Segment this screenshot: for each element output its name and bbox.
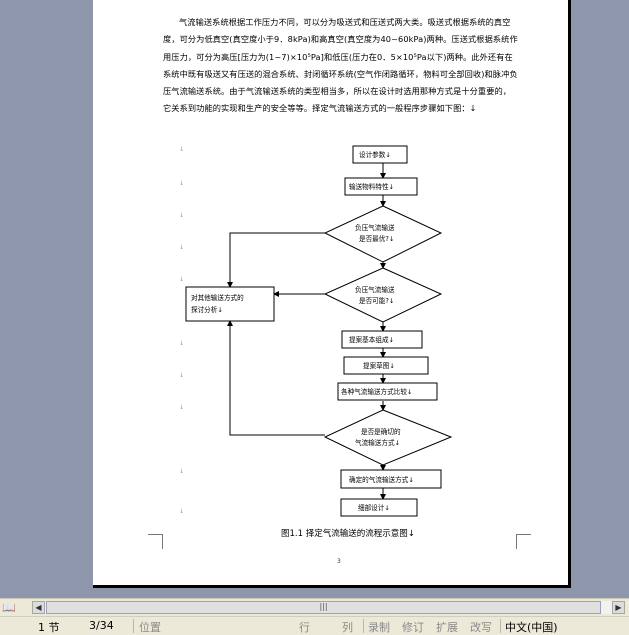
paragraph-mark: ↓ [179, 468, 185, 475]
paragraph-mark: ↓ [179, 508, 185, 515]
text-draft-diagram: 提案草图↓ [363, 361, 395, 370]
status-separator [363, 619, 364, 633]
text-material-props: 输送物料特性↓ [349, 182, 394, 191]
paragraph-mark: ↓ [179, 276, 185, 283]
document-page[interactable]: 气流输送系统根据工作压力不同，可以分为吸送式和压送式两大类。吸送式根据系统的真空… [93, 0, 571, 588]
box-compare-modes [337, 382, 438, 401]
text-basic-form: 提案基本组成↓ [349, 335, 394, 344]
text-analyze-line2: 探讨分析↓ [191, 305, 223, 314]
horizontal-scrollbar[interactable]: 📖 ◀ ||| ▶ [0, 598, 629, 616]
text-q1-line1: 负压气流输送 [355, 223, 395, 232]
text-q3-line2: 气流输送方式↓ [355, 438, 400, 447]
figure-caption: 图1.1 择定气流输送的流程示意图↓ [281, 529, 415, 539]
text-compare-modes: 各种气流输送方式比较↓ [341, 387, 412, 396]
paragraph-mark: ↓ [179, 146, 185, 153]
text-q3-line1: 是否是确切的 [361, 427, 401, 436]
scroll-left-button[interactable]: ◀ [32, 601, 45, 614]
diamond-negative-possible [323, 267, 443, 323]
paragraph-mark: ↓ [179, 212, 185, 219]
status-position[interactable]: 位置 [139, 621, 161, 634]
crop-mark-right [516, 534, 531, 549]
connector [227, 232, 325, 288]
status-record[interactable]: 录制 [368, 621, 390, 634]
paragraph-mark: ↓ [179, 404, 185, 411]
text-detail-design: 细部设计↓ [358, 503, 390, 512]
status-track-changes[interactable]: 修订 [402, 621, 424, 634]
status-section[interactable]: 1 节 [38, 621, 60, 634]
page-number: 3 [337, 558, 341, 565]
text-analyze-line1: 对其他输送方式的 [191, 293, 244, 302]
paragraph-mark: ↓ [179, 372, 185, 379]
paragraph-mark: ↓ [179, 340, 185, 347]
connector [227, 320, 325, 436]
text-design-params: 设计参数↓ [359, 150, 391, 159]
status-line[interactable]: 行 [299, 621, 310, 634]
box-draft-diagram [343, 356, 429, 375]
crop-mark-left [148, 534, 163, 549]
text-q2-line2: 是否可能?↓ [359, 296, 394, 305]
box-detail-design [340, 498, 418, 517]
status-column[interactable]: 列 [342, 621, 353, 634]
paragraph-mark: ↓ [179, 244, 185, 251]
box-analyze-other [185, 286, 275, 322]
status-extend[interactable]: 扩展 [436, 621, 458, 634]
text-determine-mode: 确定的气流输送方式↓ [349, 475, 414, 484]
status-overtype[interactable]: 改写 [470, 621, 492, 634]
box-design-params [352, 145, 408, 164]
body-paragraph: 气流输送系统根据工作压力不同，可以分为吸送式和压送式两大类。吸送式根据系统的真空… [163, 17, 518, 114]
diamond-appropriate [323, 409, 453, 466]
status-page[interactable]: 3/34 [89, 619, 114, 632]
box-basic-form [341, 330, 423, 349]
status-separator [500, 619, 501, 633]
status-separator [133, 619, 134, 633]
status-bar: 1 节 3/34 位置 行 列 录制 修订 扩展 改写 中文(中国) [0, 616, 629, 635]
box-material-props [344, 177, 418, 196]
scroll-thumb[interactable]: ||| [46, 601, 601, 614]
text-q2-line1: 负压气流输送 [355, 285, 395, 294]
text-q1-line2: 是否最优?↓ [359, 234, 394, 243]
reading-view-icon[interactable]: 📖 [2, 601, 16, 614]
flowchart: 设计参数↓ 输送物料特性↓ 负压气流输送 是否最优?↓ 负压气流输送 是否可能?… [185, 145, 453, 517]
status-language[interactable]: 中文(中国) [505, 621, 558, 634]
paragraph-mark: ↓ [179, 180, 185, 187]
diamond-negative-best [323, 205, 443, 263]
box-determine-mode [340, 469, 442, 489]
scroll-right-button[interactable]: ▶ [612, 601, 625, 614]
